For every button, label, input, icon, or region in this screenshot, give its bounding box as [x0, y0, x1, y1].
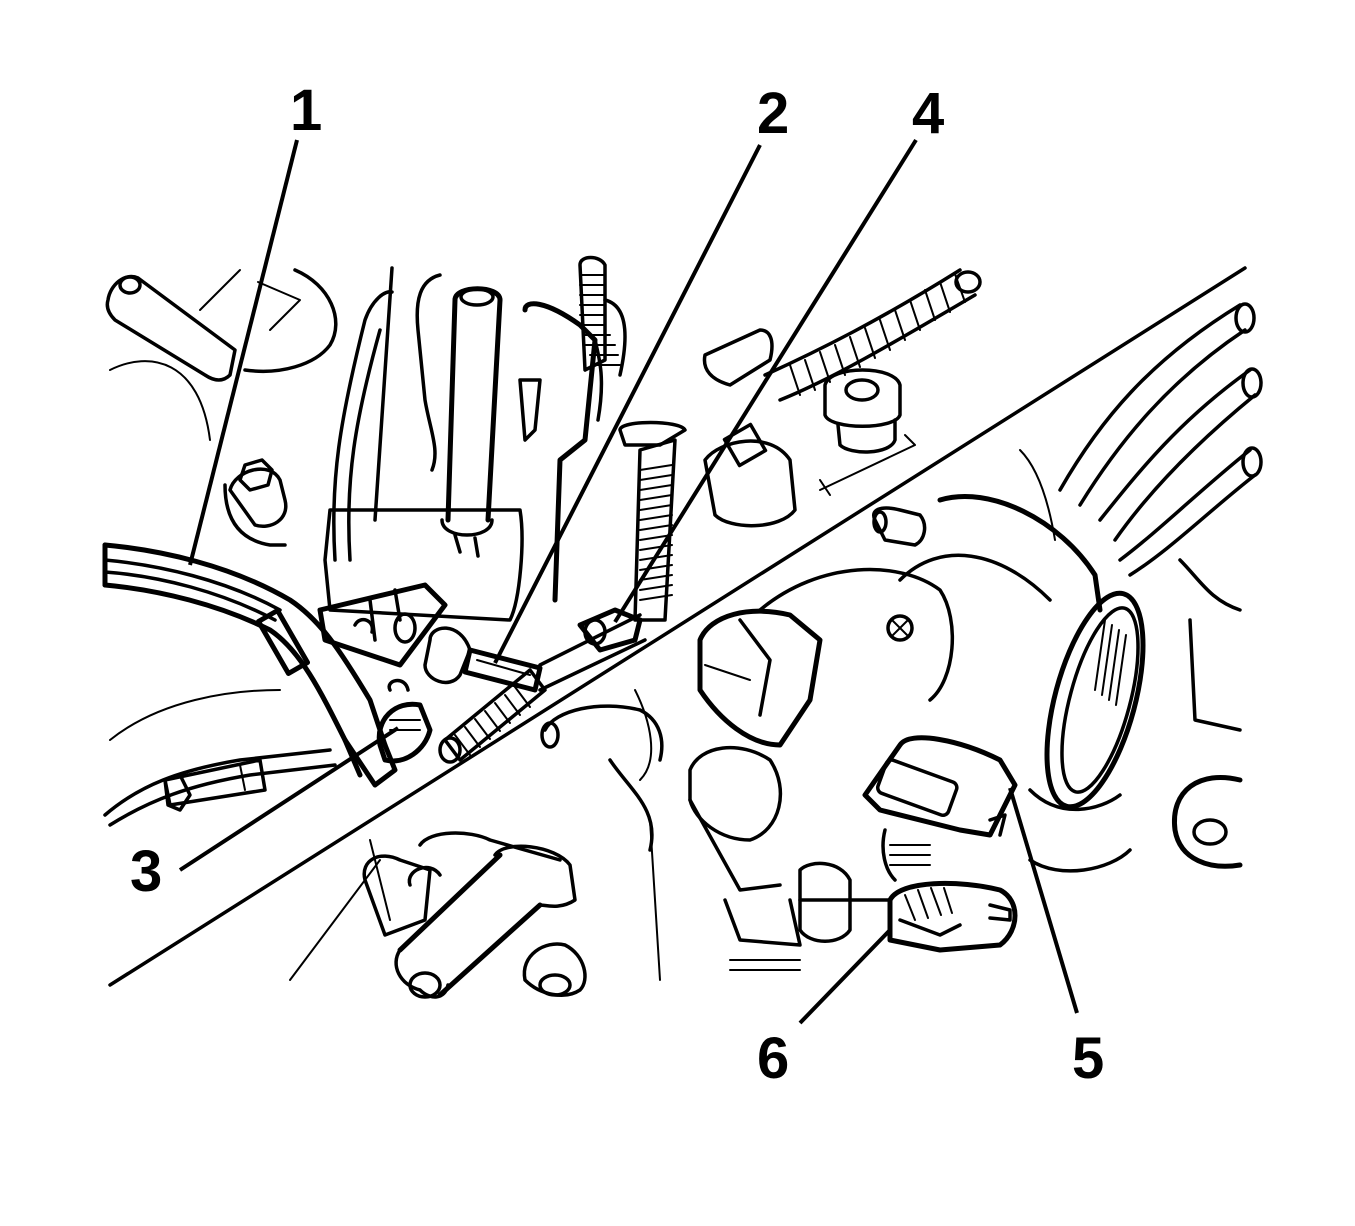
leader-line-3	[178, 726, 400, 872]
sensor-wire	[103, 689, 337, 827]
intake-duct	[898, 494, 1146, 873]
electrical-connector-5	[862, 735, 1018, 882]
vacuum-stub	[872, 506, 927, 547]
leader-line-5	[1008, 787, 1079, 1014]
callout-3: 3	[130, 839, 163, 904]
cable-spring	[438, 668, 547, 764]
throttle-cable	[423, 607, 647, 693]
leader-lines	[178, 138, 1079, 1025]
leader-line-1	[188, 139, 299, 566]
electrical-connector-6	[887, 880, 1018, 953]
throttle-body	[697, 567, 955, 748]
callout-2: 2	[757, 81, 790, 146]
callout-1: 1	[290, 78, 323, 143]
lower-coolant-hose	[289, 758, 654, 999]
corrugated-conduit	[763, 268, 982, 402]
leader-line-6	[798, 928, 892, 1025]
callout-6: 6	[757, 1026, 790, 1091]
upper-left-hose	[105, 268, 338, 441]
small-connector-top	[702, 328, 797, 528]
bracket-plate	[317, 582, 448, 668]
hose-bundle	[1019, 302, 1263, 577]
idle-actuator	[649, 746, 892, 981]
section-divider-lines	[108, 266, 1247, 987]
return-spring	[618, 420, 687, 622]
rubber-grommet	[819, 368, 916, 496]
threaded-stud	[578, 255, 627, 377]
mounting-bolt	[223, 458, 288, 547]
callout-5: 5	[1072, 1026, 1105, 1091]
wiring-harness	[102, 542, 398, 788]
callout-4: 4	[912, 81, 945, 146]
throttle-cable-bracket	[518, 301, 604, 603]
vertical-pipe-assembly	[323, 266, 524, 622]
leader-line-4	[613, 138, 918, 624]
right-housing	[1171, 558, 1243, 869]
curved-pipe-lower	[540, 689, 664, 781]
leader-line-2	[493, 144, 762, 664]
